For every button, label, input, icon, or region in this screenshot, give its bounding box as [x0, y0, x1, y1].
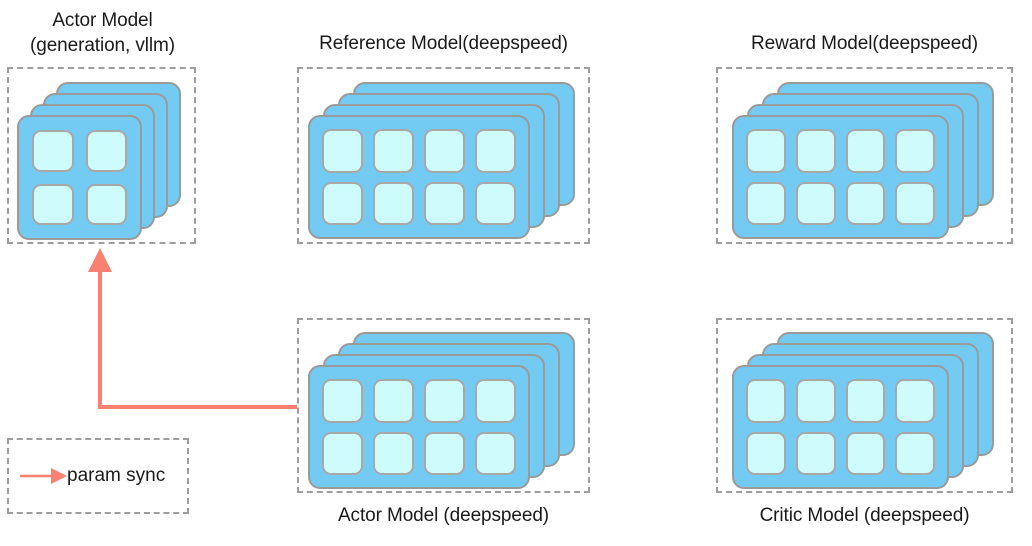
group-label-reference: Reference Model(deepspeed)	[319, 33, 568, 54]
group-box-actor-vllm[interactable]	[7, 67, 196, 244]
card-cell	[895, 431, 935, 475]
card-cell	[85, 183, 127, 225]
card-cell-grid	[734, 367, 947, 487]
card-cell	[322, 379, 363, 423]
card-layer-1	[17, 115, 142, 240]
param-sync-arrowhead	[88, 248, 112, 272]
group-box-reference[interactable]	[297, 67, 590, 244]
card-cell	[424, 129, 465, 173]
group-box-critic[interactable]	[716, 318, 1013, 493]
param-sync-arrow-line	[98, 268, 297, 409]
card-cell	[746, 181, 786, 225]
card-cell	[424, 181, 465, 225]
card-cell	[845, 379, 886, 423]
card-cell	[373, 379, 414, 423]
card-cell	[373, 431, 414, 475]
legend-label: param sync	[67, 465, 166, 486]
card-stack-actor-vllm	[9, 69, 194, 242]
card-cell	[85, 130, 127, 172]
card-cell	[795, 129, 836, 173]
card-cell-grid	[310, 117, 528, 237]
card-cell	[795, 181, 836, 225]
card-layer-1	[732, 115, 949, 239]
group-label-critic: Critic Model (deepspeed)	[759, 505, 970, 526]
card-stack-actor-deepspeed	[299, 320, 588, 491]
card-layer-1	[732, 365, 949, 489]
card-cell-grid	[734, 117, 947, 237]
card-stack-critic	[718, 320, 1011, 491]
legend-arrow-icon	[20, 468, 67, 484]
card-cell	[475, 431, 516, 475]
group-box-reward[interactable]	[716, 67, 1013, 244]
card-cell	[475, 129, 516, 173]
card-cell	[424, 431, 465, 475]
card-cell	[322, 181, 363, 225]
card-cell	[746, 431, 786, 475]
card-cell-grid	[310, 367, 528, 487]
card-cell	[845, 181, 886, 225]
card-stack-reference	[299, 69, 588, 242]
card-cell-grid	[19, 117, 140, 238]
card-cell	[746, 379, 786, 423]
card-cell	[424, 379, 465, 423]
card-layer-1	[308, 115, 530, 239]
card-cell	[895, 379, 935, 423]
card-cell	[373, 181, 414, 225]
group-label-actor-vllm: Actor Model (generation, vllm)	[30, 10, 175, 56]
card-cell	[746, 129, 786, 173]
card-stack-reward	[718, 69, 1011, 242]
card-cell	[32, 183, 74, 225]
group-label-reward: Reward Model(deepspeed)	[751, 33, 978, 54]
card-cell	[475, 181, 516, 225]
card-cell	[795, 431, 836, 475]
card-cell	[845, 129, 886, 173]
card-cell	[895, 129, 935, 173]
card-cell	[373, 129, 414, 173]
card-layer-1	[308, 365, 530, 489]
card-cell	[795, 379, 836, 423]
group-label-actor-deepspeed: Actor Model (deepspeed)	[337, 505, 550, 526]
card-cell	[322, 129, 363, 173]
card-cell	[845, 431, 886, 475]
card-cell	[475, 379, 516, 423]
card-cell	[322, 431, 363, 475]
card-cell	[895, 181, 935, 225]
group-box-actor-deepspeed[interactable]	[297, 318, 590, 493]
legend-box[interactable]: param sync	[7, 438, 189, 514]
card-cell	[32, 130, 74, 172]
